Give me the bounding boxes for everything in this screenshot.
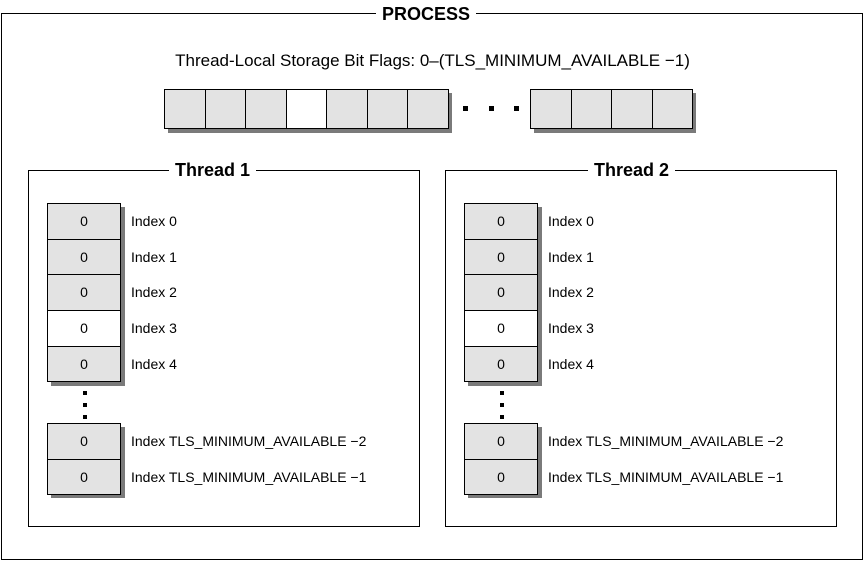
bit-flag-cell: used [245, 89, 287, 129]
tls-slot-index-label: Index TLS_MINIMUM_AVAILABLE −1 [548, 468, 784, 485]
slot-ellipsis-dot [83, 415, 87, 419]
bit-flag-cell: used [570, 89, 612, 129]
slot-ellipsis-dot [500, 391, 504, 395]
tls-slot-value: 0 [464, 274, 538, 312]
tls-slot-index-label: Index TLS_MINIMUM_AVAILABLE −1 [131, 468, 367, 485]
slot-shadow [51, 381, 125, 386]
tls-slot-value: 0 [464, 238, 538, 276]
tls-slot-index-label: Index 1 [548, 248, 594, 265]
bit-flag-cell: used [326, 89, 368, 129]
slot-ellipsis-dot [83, 403, 87, 407]
slot-ellipsis-dot [500, 403, 504, 407]
bit-flags-ellipsis-dot [489, 106, 494, 111]
slot-shadow [121, 207, 125, 386]
bit-flag-cell: used [204, 89, 246, 129]
bit-flags-shadow [168, 129, 452, 133]
bit-flags-shadow [534, 129, 696, 133]
tls-slot-index-label: Index 2 [131, 284, 177, 301]
bit-flags-shadow [447, 93, 452, 133]
slot-shadow [538, 427, 542, 499]
tls-slot-value: 0 [464, 345, 538, 383]
bit-flags-label: Thread-Local Storage Bit Flags: 0–(TLS_M… [175, 51, 690, 70]
tls-slot-index-label: Index 3 [548, 320, 594, 337]
tls-slot-index-label: Index 2 [548, 284, 594, 301]
tls-slot-value: 0 [47, 238, 121, 276]
tls-slot-index-label: Index TLS_MINIMUM_AVAILABLE −2 [131, 433, 367, 449]
thread-1-title: Thread 1 [169, 158, 257, 182]
tls-slot-index-label: Index 1 [131, 248, 177, 265]
tls-slot-value: 0 [464, 458, 538, 496]
bit-flags-ellipsis-dot [463, 106, 468, 111]
tls-slot-value: 0 [47, 423, 121, 460]
tls-slot-value: 0 [464, 310, 538, 347]
tls-slot-value: 0 [47, 203, 121, 240]
tls-slot-value: 0 [464, 203, 538, 240]
bit-flag-cell: used [530, 89, 572, 129]
thread-2-title: Thread 2 [588, 158, 676, 182]
bit-flags-ellipsis-dot [514, 106, 519, 111]
slot-ellipsis-dot [83, 391, 87, 395]
slot-shadow [538, 207, 542, 386]
bit-flag-cell: used [651, 89, 693, 129]
bit-flag-cell: used [164, 89, 206, 129]
bit-flag-cell: used [366, 89, 408, 129]
tls-slot-value: 0 [47, 310, 121, 347]
slot-ellipsis-dot [500, 415, 504, 419]
bit-flag-cell: used [407, 89, 449, 129]
tls-slot-index-label: Index TLS_MINIMUM_AVAILABLE −2 [548, 433, 784, 449]
tls-slot-index-label: Index 4 [131, 355, 177, 372]
process-title: PROCESS [376, 3, 477, 25]
tls-slot-index-label: Index 0 [548, 213, 594, 229]
slot-shadow [51, 494, 125, 499]
bit-flags-shadow [692, 93, 696, 133]
tls-slot-value: 0 [47, 274, 121, 312]
tls-slot-value: 0 [47, 345, 121, 383]
tls-slot-value: 0 [47, 458, 121, 496]
bit-flag-cell: free [285, 89, 327, 129]
slot-shadow [468, 494, 542, 499]
bit-flag-cell: used [611, 89, 653, 129]
tls-slot-index-label: Index 4 [548, 355, 594, 372]
slot-shadow [121, 427, 125, 499]
tls-slot-index-label: Index 0 [131, 213, 177, 229]
tls-slot-value: 0 [464, 423, 538, 460]
slot-shadow [468, 381, 542, 386]
tls-slot-index-label: Index 3 [131, 320, 177, 337]
